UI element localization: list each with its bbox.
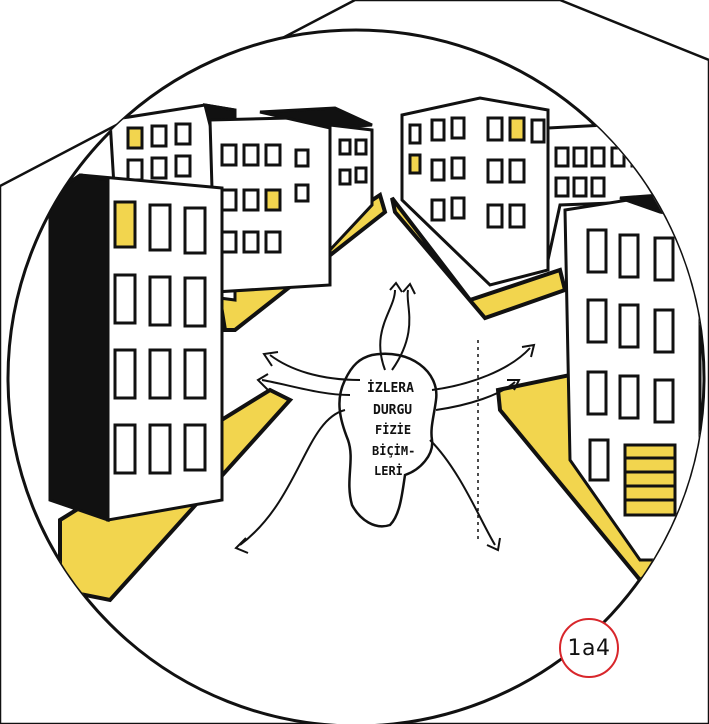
head-caption-line-1: İZLERA bbox=[367, 380, 414, 396]
page-number: 1a4 bbox=[568, 636, 611, 661]
head-caption-line-4: BİÇİM- bbox=[372, 443, 415, 458]
left-front-building bbox=[50, 175, 222, 520]
garage-door bbox=[625, 445, 675, 515]
head-caption-line-5: LERİ bbox=[374, 463, 403, 478]
head-caption-line-2: DURGU bbox=[373, 403, 412, 418]
head-caption-line-3: FİZİE bbox=[375, 422, 411, 437]
page-number-badge: 1a4 bbox=[559, 618, 619, 678]
